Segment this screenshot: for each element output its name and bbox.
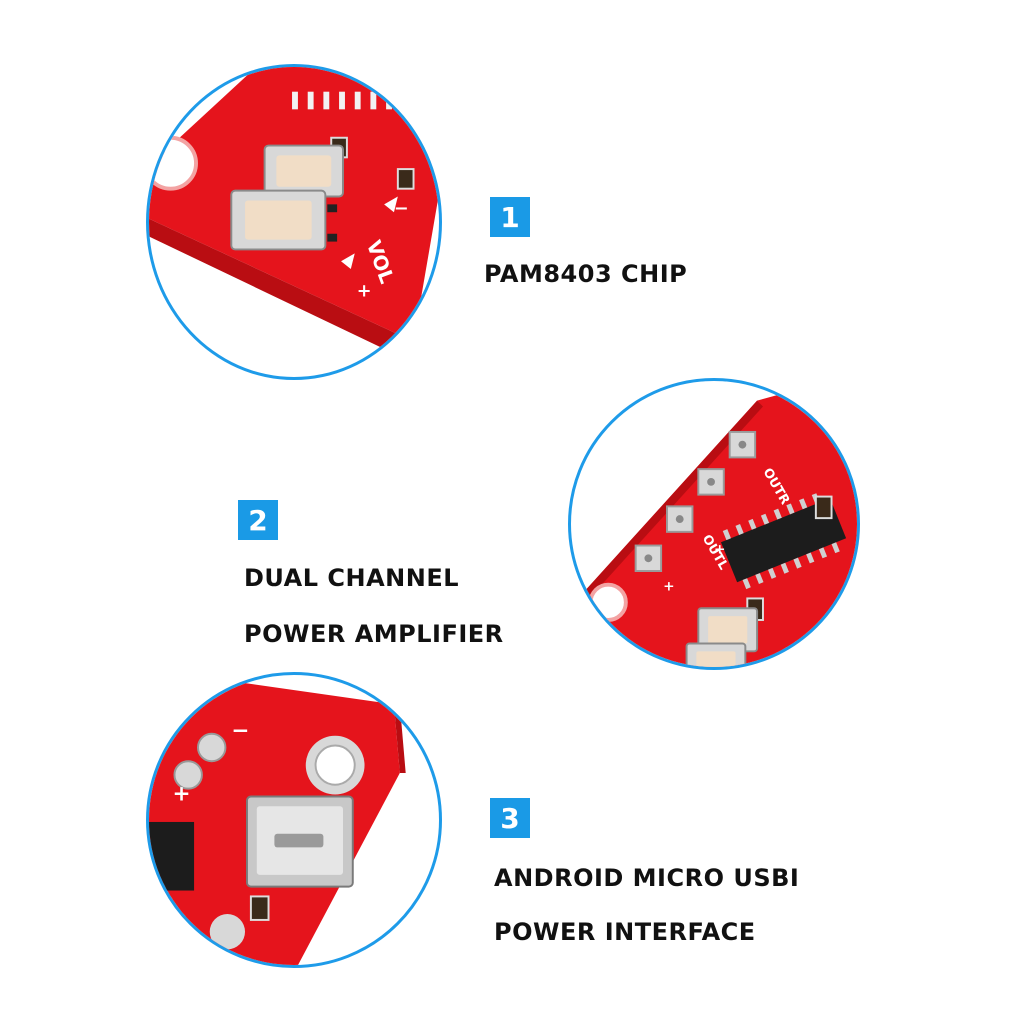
buttons-closeup-icon: VOL − + [149,67,439,362]
svg-text:−: − [231,719,249,744]
feature-3-line-2: POWER INTERFACE [494,918,756,946]
amplifier-chip-closeup-icon: OUTR OUTL + [571,381,857,667]
feature-3-number-badge: 3 [490,798,530,838]
feature-3-line-1: ANDROID MICRO USBI [494,864,800,892]
feature-1-number-badge: 1 [490,197,530,237]
feature-2-number-badge: 2 [238,500,278,540]
feature-2-line-2: POWER AMPLIFIER [244,620,504,648]
feature-2-line-1: DUAL CHANNEL [244,564,460,592]
svg-text:+: + [173,781,191,806]
feature-3-image: − + [146,672,442,968]
micro-usb-closeup-icon: − + [149,675,406,965]
svg-text:−: − [394,199,409,219]
feature-1-image: VOL − + [146,64,442,380]
svg-text:+: + [714,541,725,557]
svg-text:+: + [357,281,372,301]
svg-text:+: + [663,579,674,595]
feature-2-image: OUTR OUTL + [568,378,860,670]
feature-1-line-1: PAM8403 CHIP [484,260,688,288]
